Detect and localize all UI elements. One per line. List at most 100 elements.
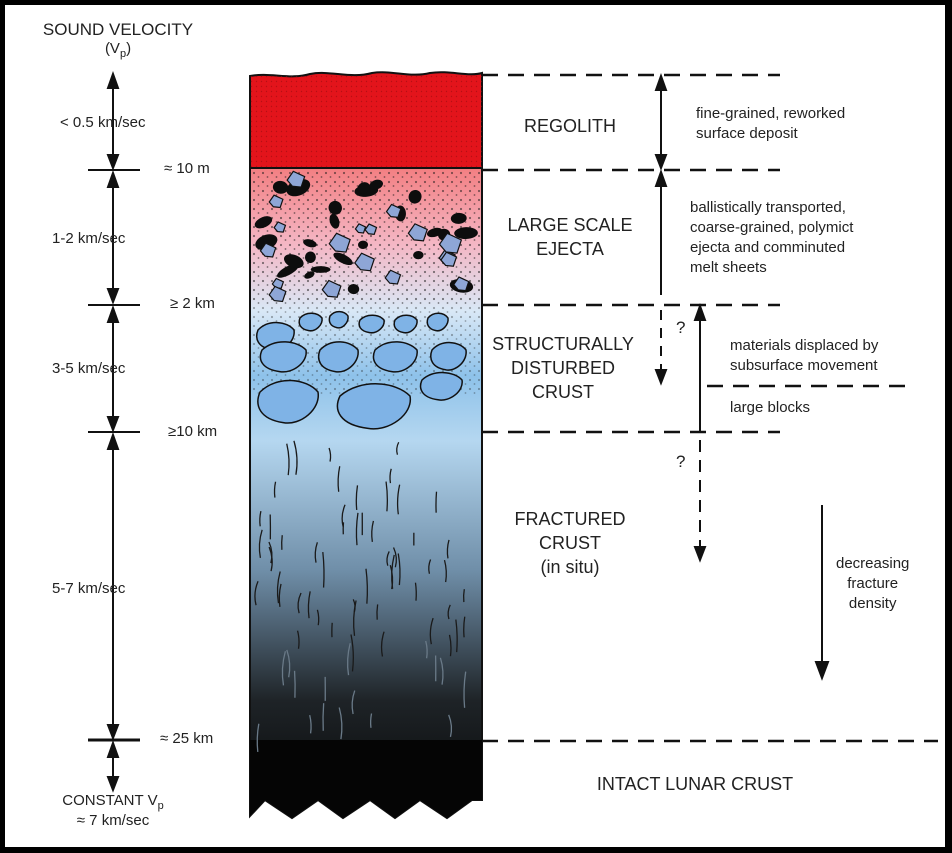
ejecta-blue-clast xyxy=(321,279,342,298)
fracture-line xyxy=(391,554,395,589)
fracture-line xyxy=(414,582,417,601)
fracture-line xyxy=(448,634,452,657)
fracture-line xyxy=(352,599,356,612)
velocity-title-line1: SOUND VELOCITY xyxy=(42,20,194,39)
fracture-line xyxy=(273,481,277,498)
fracture-line xyxy=(429,617,434,645)
fracture-line xyxy=(448,714,453,738)
fracture-line xyxy=(322,551,325,588)
ejecta-black-clast xyxy=(413,250,424,260)
fracture-line xyxy=(443,559,447,583)
crust-block xyxy=(393,314,418,334)
ejecta-blue-clast xyxy=(259,242,277,258)
ejecta-blue-clast xyxy=(354,252,375,272)
crust-block xyxy=(259,341,307,373)
ejecta-black-clast xyxy=(254,216,273,229)
fracture-line xyxy=(369,713,373,728)
fracture-line xyxy=(259,511,262,527)
crust-block xyxy=(336,383,411,430)
fracture-line xyxy=(337,466,341,492)
question-mark-lower: ? xyxy=(676,452,686,471)
desc-ejecta: ballistically transported,coarse-grained… xyxy=(690,199,854,276)
fracture-line xyxy=(286,649,291,678)
ejecta-blue-clast xyxy=(364,223,378,235)
ejecta-black-clast xyxy=(328,200,342,215)
ejecta-black-clast xyxy=(357,182,371,194)
fracture-line xyxy=(425,640,428,659)
ejecta-black-clast xyxy=(305,251,316,264)
fracture-line xyxy=(281,651,286,686)
ejecta-blue-clast xyxy=(268,285,287,303)
fracture-line xyxy=(455,619,458,653)
extent-arrows xyxy=(654,73,830,681)
fracture-line xyxy=(447,604,451,620)
fracture-line xyxy=(328,447,332,462)
fracture-line xyxy=(314,542,318,563)
fracture-line xyxy=(355,512,359,546)
ejecta-black-clast xyxy=(454,227,478,240)
crust-block xyxy=(372,341,418,373)
fracture-line xyxy=(307,591,311,619)
ejecta-black-clast xyxy=(347,283,360,295)
ejecta-blue-clast xyxy=(328,232,351,253)
ejecta-blue-clast xyxy=(452,276,470,292)
crust-block xyxy=(298,312,323,332)
crust-block xyxy=(430,341,467,371)
velocity-title: SOUND VELOCITY (Vp) xyxy=(28,20,208,60)
crust-block xyxy=(328,310,349,329)
fracture-line xyxy=(316,609,320,626)
velocity-scale xyxy=(88,71,140,793)
fracture-line xyxy=(352,600,357,636)
fracture-line xyxy=(286,443,290,476)
fracture-line xyxy=(293,670,296,698)
fracture-line xyxy=(428,559,432,574)
depth-25km: ≈ 25 km xyxy=(160,730,214,747)
intact-crust-band xyxy=(250,740,482,818)
ejecta-blue-clast xyxy=(440,251,458,267)
fracture-line xyxy=(256,723,260,753)
fracture-line xyxy=(462,589,465,603)
zone-intact: INTACT LUNAR CRUST xyxy=(596,774,794,794)
ejecta-blue-clast xyxy=(385,203,402,218)
ejecta-black-clast xyxy=(303,239,317,248)
zone-regolith: REGOLITH xyxy=(523,116,616,136)
fracture-line xyxy=(463,616,466,638)
ejecta-black-clast xyxy=(333,252,353,266)
fracture-line xyxy=(322,703,325,731)
fracture-line xyxy=(380,631,385,657)
ejecta-blue-clast xyxy=(286,170,306,188)
fracture-line xyxy=(396,484,401,515)
crust-block xyxy=(419,371,463,401)
fracture-line xyxy=(435,491,438,513)
crust-blocks xyxy=(255,310,467,430)
fracture-line xyxy=(296,630,300,649)
depth-10km: ≥10 km xyxy=(168,423,218,440)
fracture-line xyxy=(376,604,379,620)
question-mark-upper: ? xyxy=(676,318,686,337)
ejecta-black-clast xyxy=(272,180,289,194)
fracture-line xyxy=(276,571,281,604)
fracture-line xyxy=(351,690,356,715)
fracture-line xyxy=(385,481,389,512)
crust-block xyxy=(257,379,319,424)
ejecta-black-clast xyxy=(329,213,340,229)
fracture-line xyxy=(355,485,359,511)
velocity-disturbed: 3-5 km/sec xyxy=(52,360,126,377)
fracture-line xyxy=(278,583,282,607)
boundary-lines xyxy=(482,73,938,743)
crust-block xyxy=(358,314,385,334)
ejecta-clasts xyxy=(254,170,478,303)
fracture-line xyxy=(389,468,392,484)
fracture-line xyxy=(463,671,467,708)
fracture-line xyxy=(397,553,401,586)
fracture-line xyxy=(338,707,343,740)
constant-line2: ≈ 7 km/sec xyxy=(76,812,150,829)
